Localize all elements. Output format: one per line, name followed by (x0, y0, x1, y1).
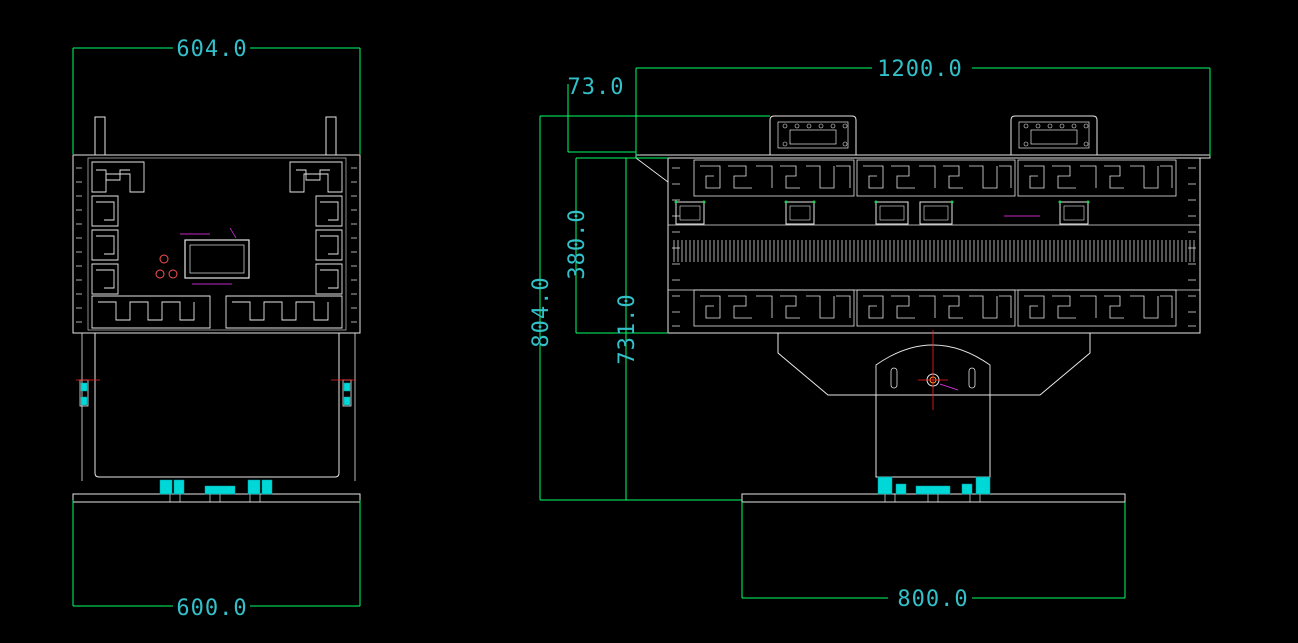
front-view-dim-base-width: 800.0 (897, 587, 968, 612)
front-view-top-bracket-left (769, 115, 857, 155)
front-view-windows (675, 201, 1089, 225)
front-view-window-markers (674, 200, 1090, 204)
front-view-dim-total-height: 804.0 (529, 276, 554, 347)
side-view (72, 116, 361, 503)
front-view-meander-top (693, 159, 1177, 197)
front-view-dim-width: 1200.0 (877, 57, 962, 82)
side-view-dim-bottom-width: 600.0 (176, 596, 247, 621)
front-view-dimensions (539, 67, 1211, 599)
front-view-vent-slats (673, 240, 1195, 262)
side-view-annotations (180, 227, 237, 285)
side-view-dim-top-width: 604.0 (176, 37, 247, 62)
front-view-body (667, 157, 1201, 334)
side-view-tick-marks (76, 167, 357, 323)
front-view-dim-body-height: 731.0 (615, 293, 640, 364)
side-view-display-window (184, 239, 250, 279)
front-view-support-bracket (777, 333, 1091, 396)
side-view-hole-3 (168, 269, 178, 279)
front-view-meander-bottom (693, 289, 1177, 327)
side-view-panel (72, 154, 361, 334)
side-view-hole-1 (159, 254, 169, 264)
side-view-meander-pattern (91, 161, 343, 329)
front-view-top-bracket-right (1010, 115, 1098, 155)
side-view-dimensions (72, 47, 361, 607)
side-view-hole-2 (155, 269, 165, 279)
front-view-dim-offset: 73.0 (568, 75, 625, 100)
front-view-dim-panel-height: 380.0 (565, 208, 590, 279)
front-view-section-fills (877, 476, 991, 495)
side-view-section-fills (80, 382, 351, 495)
front-view (635, 115, 1211, 503)
